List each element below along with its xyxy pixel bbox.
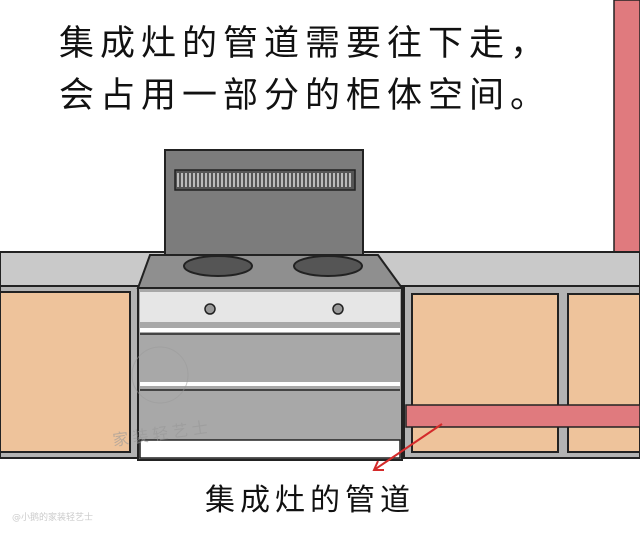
stove-top xyxy=(136,254,404,289)
pipe-label: 集成灶的管道 xyxy=(205,483,415,518)
caption-line-2: 会占用一部分的柜体空间。 xyxy=(58,76,551,116)
horizontal-pipe xyxy=(405,404,640,428)
burner-right xyxy=(293,255,363,277)
stove-backsplash xyxy=(164,149,364,259)
watermark-face xyxy=(131,346,189,404)
caption-line-1: 集成灶的管道需要往下走， xyxy=(58,24,551,64)
knob-right xyxy=(332,303,344,315)
control-panel xyxy=(140,292,400,322)
burner-left xyxy=(183,255,253,277)
right-cabinet-door-2 xyxy=(567,293,640,453)
watermark-corner: @小鹅的家装轻艺士 xyxy=(12,513,94,523)
arrow-icon xyxy=(372,423,443,471)
left-cabinet-door xyxy=(0,291,131,453)
knob-left xyxy=(204,303,216,315)
